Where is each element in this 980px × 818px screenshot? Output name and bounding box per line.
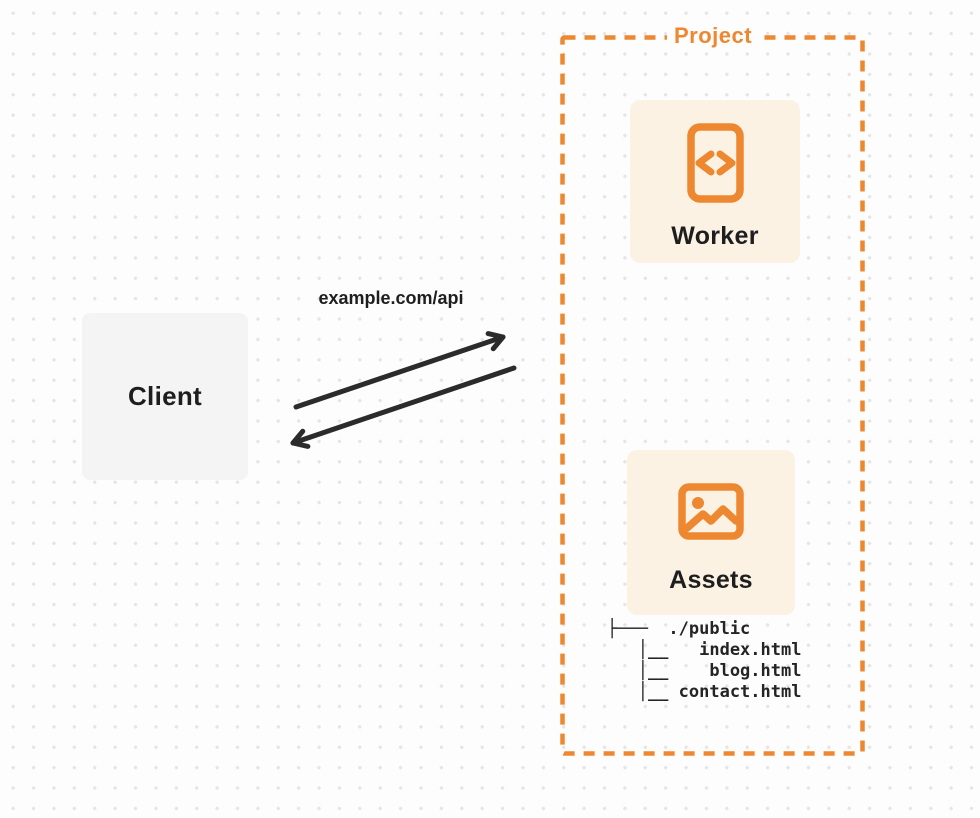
file-tree: ├─── ./public │__ index.html │__ blog.ht…: [607, 619, 801, 703]
client-label: Client: [127, 381, 203, 411]
project-label: Project: [666, 23, 760, 49]
image-icon: [678, 483, 744, 540]
worker-node: Worker: [630, 100, 800, 263]
client-node: Client: [82, 313, 248, 480]
tree-line-contact: │__ contact.html: [607, 682, 802, 702]
request-arrow: [293, 331, 506, 410]
response-arrow: [290, 365, 517, 449]
code-file-icon: [686, 123, 744, 203]
tree-line-blog: │__ blog.html: [607, 661, 802, 681]
tree-line-index: │__ index.html: [607, 640, 802, 660]
assets-label: Assets: [669, 566, 753, 594]
request-url-label: example.com/api: [318, 288, 464, 308]
worker-label: Worker: [671, 222, 759, 250]
tree-line-public: ├─── ./public: [607, 619, 751, 639]
assets-node: Assets: [627, 450, 795, 615]
